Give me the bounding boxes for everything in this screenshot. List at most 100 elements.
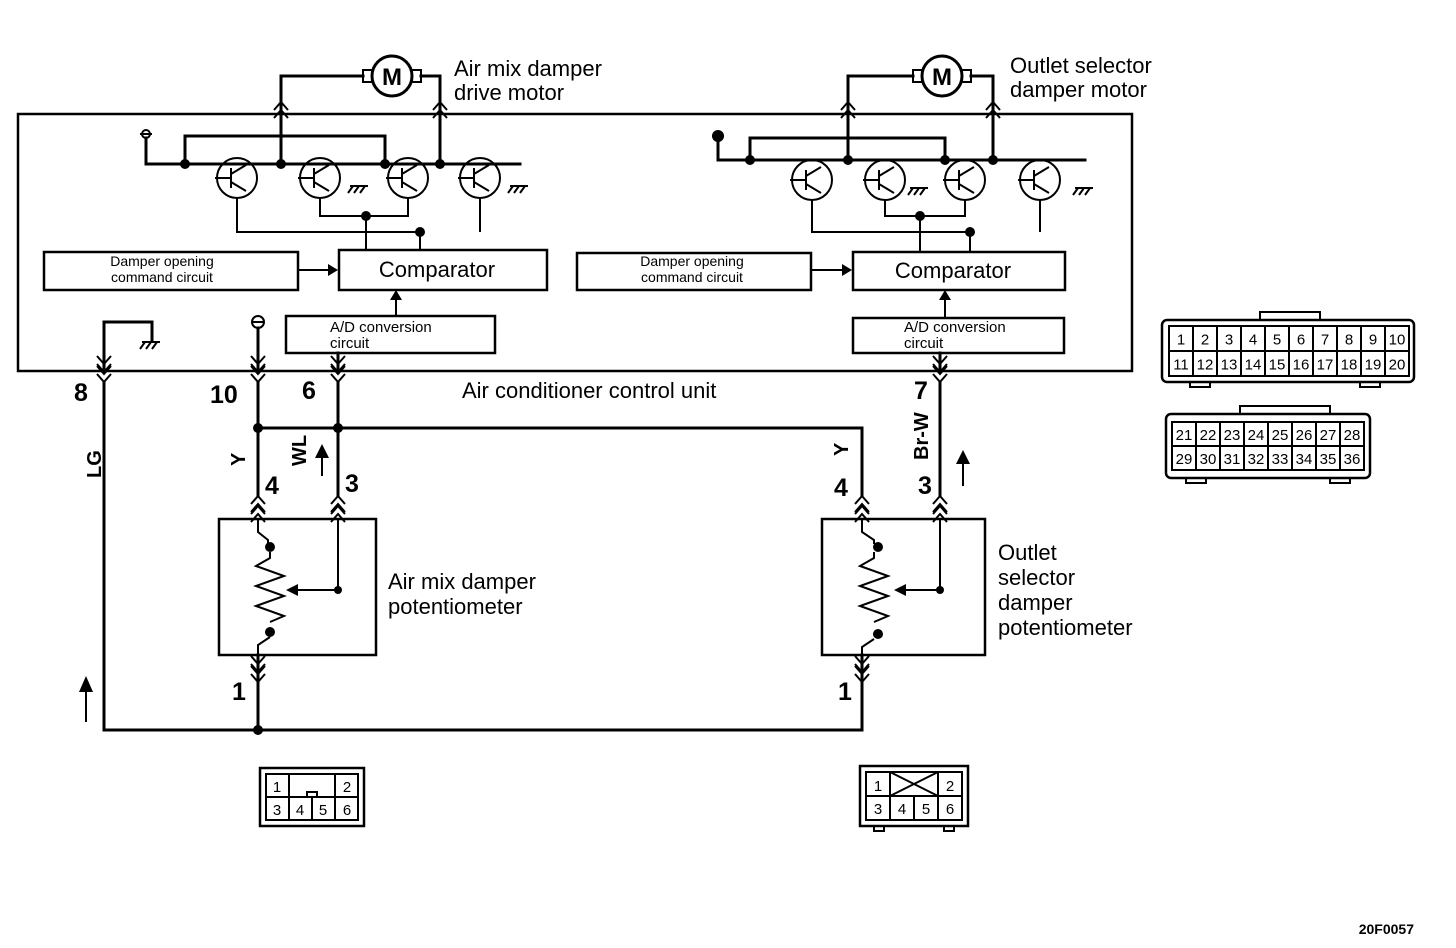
air-mix-motor: M [279, 54, 442, 98]
control-unit-label: Air conditioner control unit [462, 378, 716, 403]
left-comparator-label: Comparator [379, 257, 495, 282]
connector-pin-label: 24 [1248, 427, 1265, 444]
air-mix-motor-label-1: Air mix damper [454, 56, 602, 81]
wire-label-wl: WL [289, 435, 311, 466]
pot-right-conn-5: 5 [922, 801, 930, 818]
control-unit-frame [16, 112, 1134, 373]
connector-pin-label: 22 [1200, 427, 1217, 444]
terminal-10: 10 [210, 381, 238, 409]
pot-right-pin-4: 4 [834, 474, 848, 502]
left-command-label-2: command circuit [111, 269, 213, 285]
pot-left-conn-4: 4 [296, 802, 304, 819]
terminal-8: 8 [74, 379, 88, 407]
outlet-resistor-symbol [857, 519, 944, 655]
pot-left-pin-4: 4 [265, 472, 279, 500]
connector-pot-right: 1 2 3 4 5 6 [858, 764, 970, 832]
connector-pin-label: 19 [1365, 357, 1382, 374]
connector-pin-label: 9 [1369, 332, 1377, 349]
pot-right-conn-3: 3 [874, 801, 882, 818]
left-ad-label-2: circuit [330, 335, 370, 352]
pot-right-conn-6: 6 [946, 801, 954, 818]
pot-left-conn-6: 6 [343, 802, 351, 819]
connector-pin-label: 29 [1176, 451, 1193, 468]
outlet-pot-label-3: damper [998, 590, 1073, 615]
connector-pot-left: 1 2 3 4 5 6 [258, 766, 366, 828]
pot-left-conn-1: 1 [273, 779, 281, 796]
left-ad-conversion-box [284, 314, 497, 355]
outlet-pot-label-1: Outlet [998, 540, 1057, 565]
connector-pin-label: 32 [1248, 451, 1265, 468]
right-command-label-1: Damper opening [640, 253, 744, 269]
motor-symbol: M [932, 64, 952, 91]
left-transistor-bridge [140, 129, 529, 252]
connector-pin-label: 5 [1273, 332, 1281, 349]
right-ad-label-1: A/D conversion [904, 319, 1006, 336]
connector-pin-label: 20 [1389, 357, 1406, 374]
connector-pin-label: 27 [1320, 427, 1337, 444]
left-comparator-box [337, 248, 549, 292]
connector-pin-label: 31 [1224, 451, 1241, 468]
air-mix-resistor-symbol [253, 519, 342, 655]
pot-right-pin-3: 3 [918, 472, 932, 500]
wire-label-lg: LG [84, 450, 106, 478]
outlet-motor: M [846, 54, 995, 98]
air-mix-pot-label-1: Air mix damper [388, 569, 536, 594]
right-ad-label-2: circuit [904, 335, 944, 352]
connector-pin-label: 11 [1173, 357, 1189, 374]
air-mix-motor-label-2: drive motor [454, 80, 564, 105]
connector-pin-label: 14 [1245, 357, 1262, 374]
connector-pin-label: 4 [1249, 332, 1257, 349]
left-ad-label-1: A/D conversion [330, 319, 432, 336]
connector-pin-label: 36 [1344, 451, 1361, 468]
pot-left-conn-2: 2 [343, 779, 351, 796]
outlet-pot-label-4: potentiometer [998, 615, 1133, 640]
pot-right-pin-1: 1 [838, 678, 852, 706]
terminal-6: 6 [302, 377, 316, 405]
connector-pin-label: 34 [1296, 451, 1313, 468]
connector-pin-label: 18 [1341, 357, 1358, 374]
connector-pin-label: 3 [1225, 332, 1233, 349]
connector-pin-label: 33 [1272, 451, 1289, 468]
connector-pin-label: 1 [1177, 332, 1185, 349]
left-command-label-1: Damper opening [110, 253, 214, 269]
right-command-circuit-box [575, 251, 813, 292]
pot-left-pin-3: 3 [345, 470, 359, 498]
connector-pin-label: 23 [1224, 427, 1241, 444]
connector-cell [1384, 350, 1410, 377]
pot-left-pin-1: 1 [232, 678, 246, 706]
pot-left-conn-3: 3 [273, 802, 281, 819]
pot-left-conn-5: 5 [319, 802, 327, 819]
current-arrow-lg [79, 676, 93, 722]
outlet-motor-label-1: Outlet selector [1010, 53, 1152, 78]
connector-pin-label: 15 [1269, 357, 1286, 374]
pot-right-conn-2: 2 [946, 778, 954, 795]
right-command-label-2: command circuit [641, 269, 743, 285]
air-mix-pot-label-2: potentiometer [388, 594, 523, 619]
connector-pin-label: 16 [1293, 357, 1310, 374]
connector-unit-b: 21 22 23 24 25 26 27 28 29 30 31 32 33 34 35 36 [1164, 405, 1372, 484]
connector-pin-label: 17 [1317, 357, 1334, 374]
connector-pin-label: 30 [1200, 451, 1217, 468]
outlet-motor-label-2: damper motor [1010, 77, 1147, 102]
connector-pin-label: 26 [1296, 427, 1313, 444]
pot-right-conn-4: 4 [898, 801, 906, 818]
motor-symbol: M [382, 64, 402, 91]
connector-pin-label: 28 [1344, 427, 1361, 444]
connector-pin-label: 21 [1176, 427, 1193, 444]
right-comparator-label: Comparator [895, 258, 1011, 283]
pot-right-conn-1: 1 [874, 778, 882, 795]
connector-pin-label: 10 [1389, 332, 1406, 349]
outlet-pot-label-2: selector [998, 565, 1075, 590]
figure-code: 20F0057 [1359, 921, 1414, 937]
connector-pin-label: 8 [1345, 332, 1353, 349]
connector-pin-label: 25 [1272, 427, 1289, 444]
connector-pin-label: 7 [1321, 332, 1329, 349]
connector-pin-label: 35 [1320, 451, 1337, 468]
connector-cell [1339, 445, 1365, 471]
connector-pin-label: 2 [1201, 332, 1209, 349]
wire-label-y-right: Y [831, 442, 853, 456]
connector-pin-label: 6 [1297, 332, 1305, 349]
right-comparator-box [851, 250, 1067, 292]
